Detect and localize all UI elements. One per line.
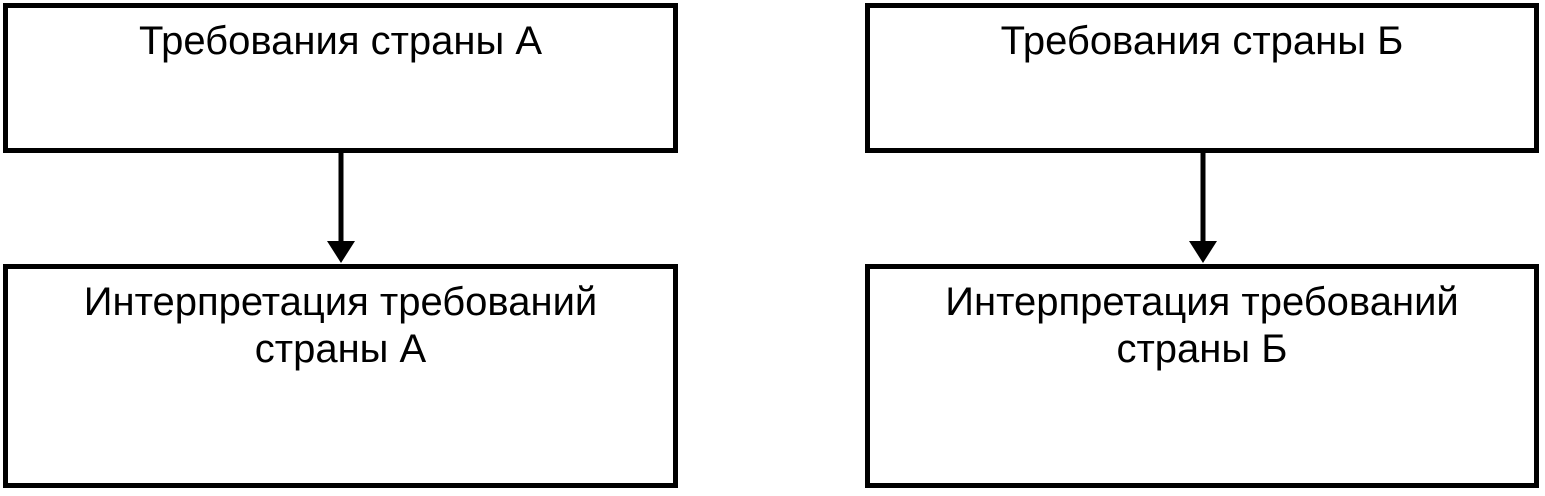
box-interpretation-country-a: Интерпретация требований страны А [3, 264, 678, 488]
box-requirements-country-b: Требования страны Б [865, 3, 1539, 153]
box-requirements-country-a: Требования страны А [3, 3, 678, 153]
box-interpretation-country-b: Интерпретация требований страны Б [865, 264, 1539, 488]
down-arrow-icon [327, 153, 355, 263]
arrow-head [327, 241, 355, 263]
down-arrow-icon [1189, 153, 1217, 263]
arrow-shaft [1200, 153, 1206, 242]
arrow-head [1189, 241, 1217, 263]
arrow-shaft [338, 153, 344, 242]
